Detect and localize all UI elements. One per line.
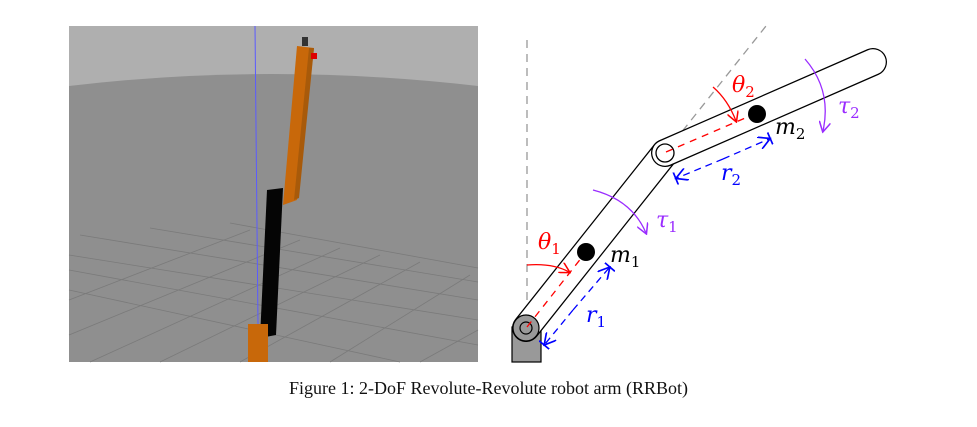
link1-centerline (526, 251, 587, 328)
schematic-diagram: θ1 θ2 τ1 τ2 m1 m2 r1 r2 (511, 25, 887, 363)
simulation-render (68, 25, 479, 363)
m1-label: m1 (610, 243, 640, 271)
tau2-label: τ2 (838, 94, 860, 122)
link2-centerline (665, 112, 758, 153)
r1-dimension (545, 309, 574, 344)
theta1-arc (526, 265, 569, 272)
end-marker (311, 53, 317, 59)
theta1-label: θ1 (538, 230, 561, 258)
tau2-arc (804, 58, 825, 131)
joint-2 (655, 143, 675, 163)
axis-line (254, 25, 259, 327)
tau1-label: τ1 (656, 208, 678, 236)
joint-1 (512, 314, 540, 342)
mass-1 (577, 243, 595, 261)
r2-label: r2 (721, 161, 741, 189)
m2-label: m2 (775, 115, 805, 143)
figure-caption: Figure 1: 2-DoF Revolute-Revolute robot … (289, 378, 688, 398)
middle-link (260, 188, 283, 338)
base-link (248, 324, 268, 362)
tau1-arc (592, 189, 646, 233)
r2-dimension (677, 158, 724, 178)
theta2-arc (712, 86, 736, 121)
mass-2 (748, 105, 766, 123)
r1-label: r1 (586, 303, 606, 331)
theta2-label: θ2 (732, 73, 755, 101)
